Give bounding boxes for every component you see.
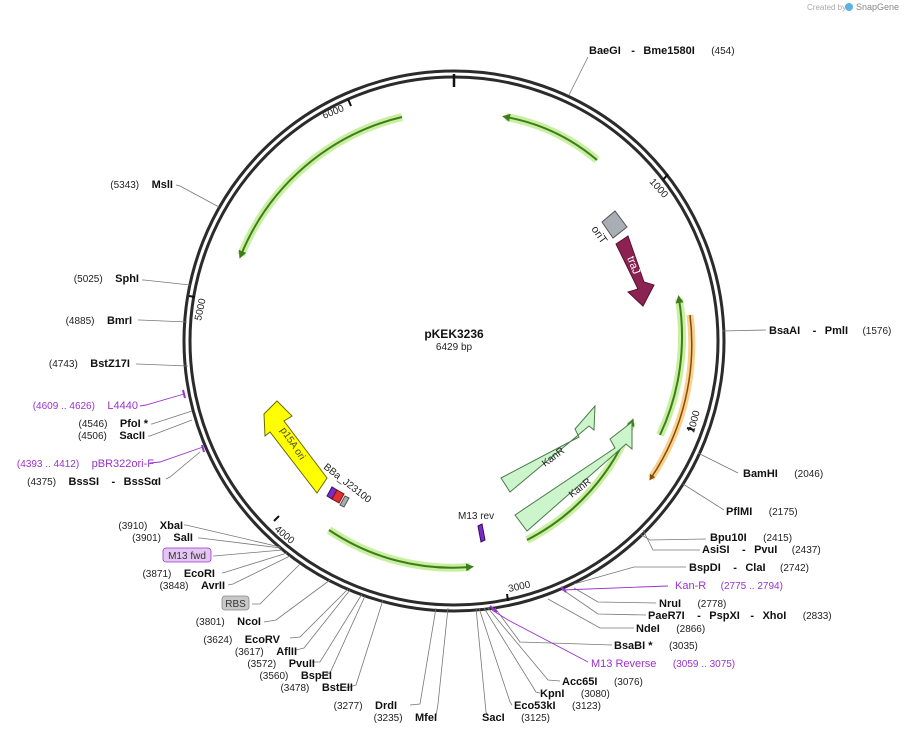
- m13rev-label: M13 rev: [458, 511, 494, 522]
- site-bpu10i: Bpu10I (2415): [710, 528, 792, 545]
- site-drdi: (3277) DrdI: [334, 696, 397, 713]
- site-nrui: NruI (2778): [659, 594, 726, 611]
- svg-text:M13 fwd: M13 fwd: [168, 551, 206, 562]
- m13-fwd-badge: M13 fwd: [162, 547, 212, 563]
- site-avrii: (3848) AvrII: [160, 576, 225, 593]
- leader-lines: [136, 56, 767, 717]
- kanr-label-1: KanR: [540, 446, 567, 470]
- snapgene-logo-icon: [845, 3, 853, 11]
- site-pflmi: PflMI (2175): [726, 502, 798, 519]
- site-bspei: (3560) BspEI: [259, 666, 332, 683]
- tick-6000: 6000: [321, 103, 346, 122]
- site-acc65i: Acc65I (3076): [562, 672, 643, 689]
- site-bamhi: BamHI (2046): [743, 464, 823, 481]
- site-bsabi: BsaBI * (3035): [614, 636, 698, 653]
- site-sphi: (5025) SphI: [74, 269, 139, 286]
- site-pfoi: (4546) PfoI *: [79, 414, 149, 431]
- site-bsssi: (4375) BssSI - BssSαI: [27, 472, 161, 489]
- site-bsteii: (3478) BstEII: [280, 678, 353, 695]
- site-ecorv: (3624) EcoRV: [203, 630, 280, 647]
- site-baegi: BaeGI - Bme1580I (454): [589, 41, 735, 58]
- site-sacii: (4506) SacII: [78, 426, 145, 443]
- site-saci: SacI (3125): [482, 708, 550, 725]
- plasmid-name: pKEK3236: [424, 327, 484, 341]
- site-eco53ki: Eco53kI (3123): [514, 696, 601, 713]
- site-ecori: (3871) EcoRI: [142, 564, 215, 581]
- site-sali: (3901) SalI: [132, 528, 193, 545]
- rbs-badge: RBS: [221, 595, 250, 611]
- site-mfei: (3235) MfeI: [374, 708, 437, 725]
- tick-3000: 3000: [507, 579, 531, 594]
- site-ndei: NdeI (2866): [636, 619, 705, 636]
- site-bspdi: BspDI - ClaI (2742): [689, 558, 809, 575]
- plasmid-length: 6429 bp: [436, 342, 473, 353]
- site-bsaai: BsaAI - PmlI (1576): [769, 321, 891, 338]
- orf-1: [505, 113, 600, 164]
- primer-kanr: Kan-R (2775 .. 2794): [675, 576, 783, 593]
- credit-text: Created by: [807, 3, 846, 12]
- backbone: [182, 69, 726, 613]
- site-msli: (5343) MslI: [110, 175, 173, 192]
- svg-text:RBS: RBS: [225, 599, 246, 610]
- site-pvuii: (3572) PvuII: [247, 654, 315, 671]
- bba-feature: BBa_J23100: [321, 462, 373, 508]
- traj-feature: traJ: [615, 235, 655, 307]
- site-ncoi: (3801) NcoI: [196, 612, 261, 629]
- site-aflii: (3617) AflII: [235, 642, 297, 659]
- credit-brand: SnapGene: [856, 2, 899, 12]
- site-paer7i: PaeR7I - PspXI - XhoI (2833): [648, 606, 832, 623]
- p15a-ori-feature: p15A ori: [263, 400, 328, 494]
- primer-m13-reverse: M13 Reverse (3059 .. 3075): [591, 654, 735, 671]
- site-xbai: (3910) XbaI: [118, 516, 183, 533]
- site-bstz17i: (4743) BstZ17I: [49, 354, 130, 371]
- m13-rev-feature: M13 rev: [458, 511, 494, 543]
- site-bmri: (4885) BmrI: [66, 311, 132, 328]
- tick-1000: 1000: [647, 177, 670, 201]
- site-kpni: KpnI (3080): [540, 684, 610, 701]
- primer-l4440: (4609 .. 4626) L4440: [33, 396, 138, 413]
- primer-pbr322ori: (4393 .. 4412) pBR322ori-F: [17, 454, 154, 471]
- primer-leader-lines: [139, 389, 669, 663]
- tick-2000: 2000: [686, 409, 702, 434]
- orf-2: [237, 113, 403, 257]
- tick-5000: 5000: [193, 297, 208, 321]
- site-asisi: AsiSI - PvuI (2437): [702, 540, 821, 557]
